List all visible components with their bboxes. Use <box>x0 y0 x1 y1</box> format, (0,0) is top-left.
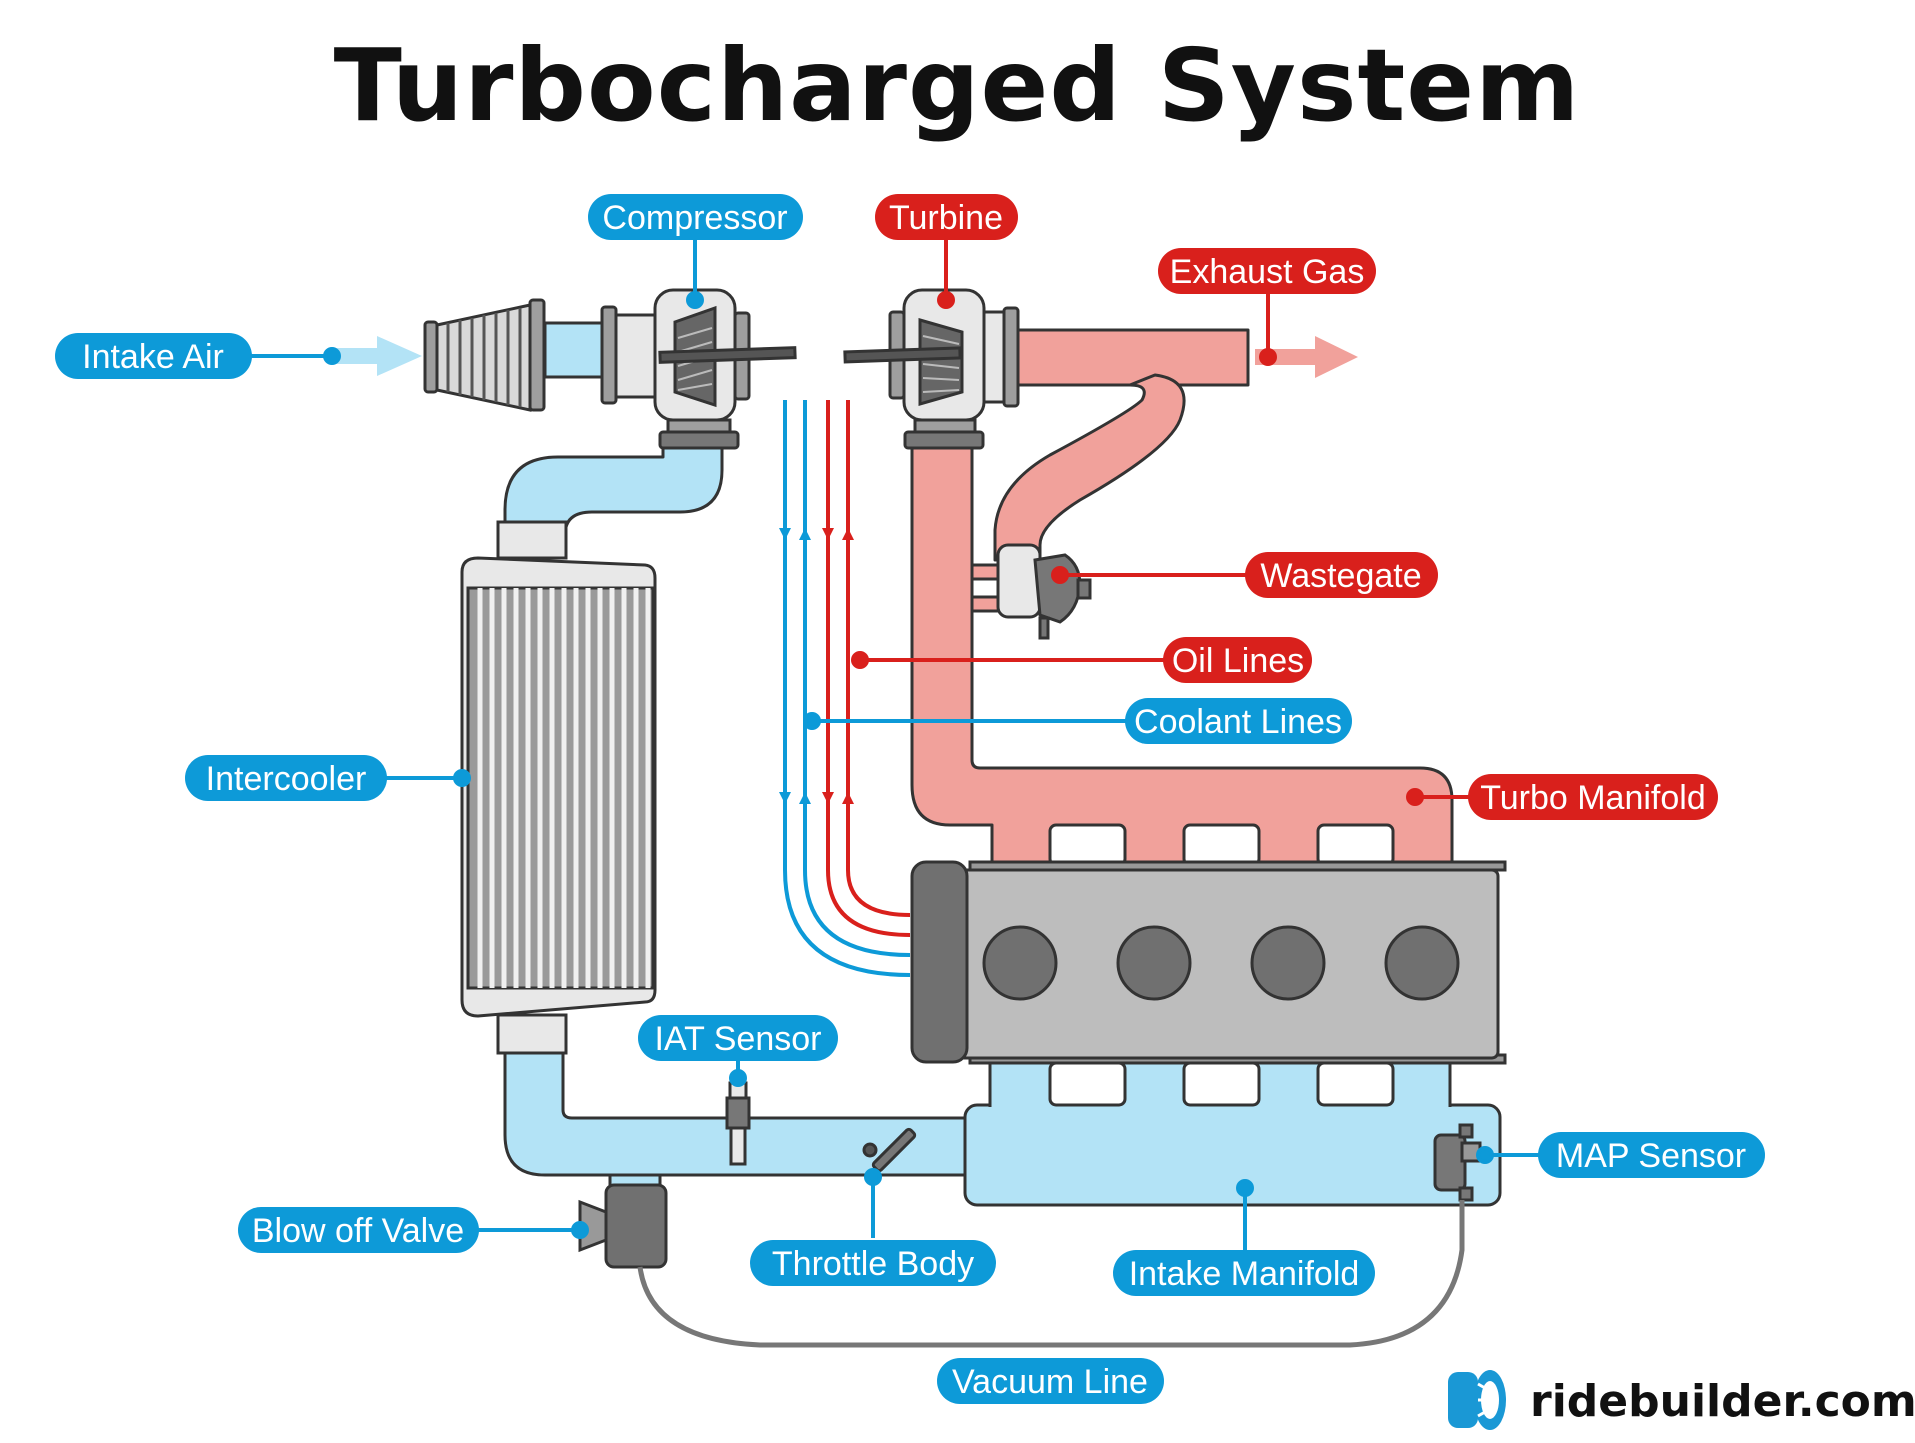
wastegate-valve <box>970 543 1092 640</box>
engine-block <box>910 860 1507 1065</box>
blue-leaders <box>250 240 1540 1253</box>
svg-text:Throttle Body: Throttle Body <box>772 1245 974 1283</box>
oil-arrow-down <box>822 792 834 804</box>
svg-text:Wastegate: Wastegate <box>1260 557 1421 595</box>
page-title: Turbocharged System <box>334 27 1581 144</box>
intercooler-core <box>460 520 657 1055</box>
coolant-arrow-down <box>779 792 791 804</box>
manifold-gap-3 <box>1316 823 1395 867</box>
svg-text:Intake Manifold: Intake Manifold <box>1129 1255 1360 1293</box>
svg-text:Turbo Manifold: Turbo Manifold <box>1480 779 1706 817</box>
svg-text:Exhaust Gas: Exhaust Gas <box>1170 253 1365 291</box>
svg-text:Coolant Lines: Coolant Lines <box>1134 703 1342 741</box>
air-filter-icon <box>423 298 546 412</box>
cylinder-3 <box>1250 925 1326 1001</box>
coolant-arrow-down <box>779 528 791 540</box>
label-blow-off-valve: Blow off Valve <box>238 1207 479 1253</box>
exhaust-outlet-pipe <box>1013 328 1250 387</box>
label-exhaust-gas: Exhaust Gas <box>1158 248 1376 294</box>
svg-text:IAT Sensor: IAT Sensor <box>655 1020 822 1058</box>
coolant-lines <box>783 400 911 977</box>
tire-logo-icon <box>1448 1370 1506 1430</box>
turbo-manifold-body <box>910 443 1454 864</box>
intake-runner-outline <box>988 1060 1452 1107</box>
svg-text:Compressor: Compressor <box>602 199 787 237</box>
charge-air-piping <box>503 321 1502 1207</box>
oil-lines <box>826 400 911 937</box>
runner-gap-2 <box>1182 1061 1261 1107</box>
brand-text: ridebuilder.com <box>1530 1376 1915 1427</box>
label-vacuum-line: Vacuum Line <box>937 1358 1164 1404</box>
svg-text:MAP Sensor: MAP Sensor <box>1556 1137 1746 1175</box>
intake-manifold-body <box>963 1103 1502 1207</box>
wastegate-return-pipe <box>993 373 1186 562</box>
label-intake-air: Intake Air <box>55 333 252 379</box>
label-turbo-manifold: Turbo Manifold <box>1468 774 1718 820</box>
label-iat-sensor: IAT Sensor <box>638 1015 838 1061</box>
oil-arrow-up <box>842 792 854 804</box>
throttle-plate <box>862 1127 917 1173</box>
runner-gap-3 <box>1316 1061 1395 1107</box>
oil-arrow-down <box>822 528 834 540</box>
cylinder-1 <box>982 925 1058 1001</box>
map-sensor-body <box>1433 1123 1482 1202</box>
intake-air-arrow <box>332 336 422 376</box>
label-coolant-lines: Coolant Lines <box>1125 698 1352 744</box>
exhaust-piping <box>910 328 1454 867</box>
label-throttle-body: Throttle Body <box>750 1240 996 1286</box>
coolant-arrow-up <box>799 528 811 540</box>
cylinder-4 <box>1384 925 1460 1001</box>
iat-sensor-body <box>725 1081 751 1166</box>
intake-pipe <box>543 321 607 379</box>
label-intake-manifold: Intake Manifold <box>1113 1250 1375 1296</box>
label-compressor: Compressor <box>588 194 803 240</box>
label-map-sensor: MAP Sensor <box>1538 1132 1765 1178</box>
svg-text:Blow off Valve: Blow off Valve <box>252 1212 464 1250</box>
flow-direction-arrows <box>779 528 854 804</box>
label-turbine: Turbine <box>875 194 1018 240</box>
blow-off-valve-body <box>578 1173 668 1269</box>
red-leaders <box>851 240 1472 806</box>
oil-arrow-up <box>842 528 854 540</box>
coolant-arrow-up <box>799 792 811 804</box>
turbine-housing <box>843 288 1020 450</box>
brand: ridebuilder.com <box>1448 1370 1915 1430</box>
svg-text:Oil Lines: Oil Lines <box>1172 642 1304 680</box>
svg-text:Vacuum Line: Vacuum Line <box>952 1363 1148 1401</box>
manifold-gap-2 <box>1182 823 1261 867</box>
manifold-gap-1 <box>1048 823 1127 867</box>
label-oil-lines: Oil Lines <box>1163 637 1312 683</box>
runner-gap-1 <box>1048 1061 1127 1107</box>
vacuum-line <box>637 1200 1465 1348</box>
label-wastegate: Wastegate <box>1245 552 1438 598</box>
label-intercooler: Intercooler <box>185 755 387 801</box>
compressor-housing <box>600 288 797 450</box>
svg-text:Intake Air: Intake Air <box>82 338 224 376</box>
cylinder-2 <box>1116 925 1192 1001</box>
svg-text:Intercooler: Intercooler <box>206 760 367 798</box>
svg-text:Turbine: Turbine <box>889 199 1003 237</box>
compressor-outlet-pipe <box>503 443 724 537</box>
